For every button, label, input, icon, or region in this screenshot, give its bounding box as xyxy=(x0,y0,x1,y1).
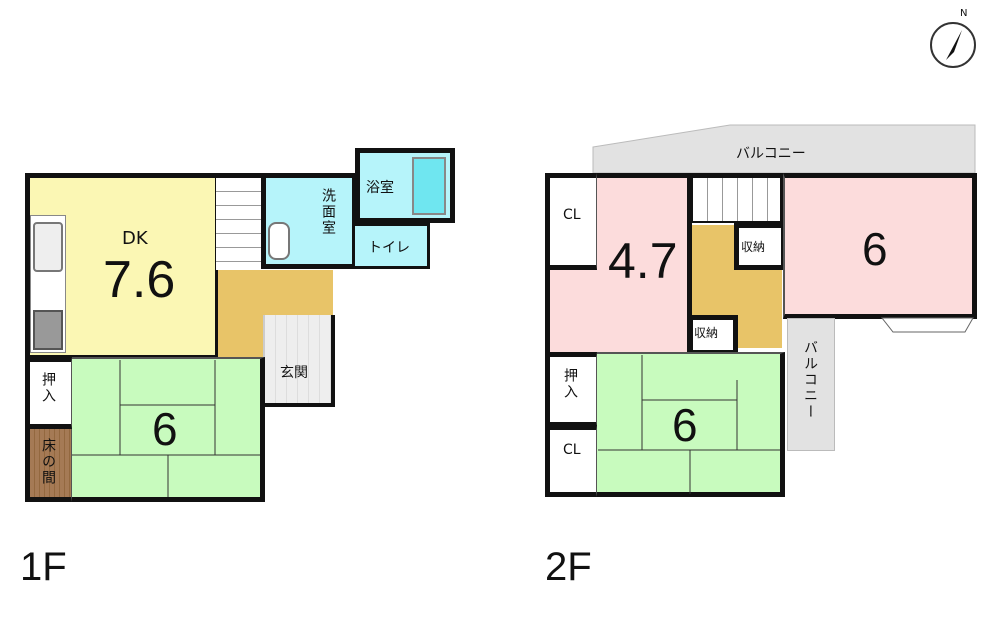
balcony-side-label: バルコニー xyxy=(802,340,818,420)
compass-label: N xyxy=(960,8,968,19)
washitsu-2f-size: 6 xyxy=(672,399,698,451)
oshiire-2f-label: 押入 xyxy=(562,368,578,400)
storage-lower-label: 収納 xyxy=(694,326,719,340)
washroom-label: 洗面室 xyxy=(320,188,336,236)
room-entrance xyxy=(263,315,335,407)
floor-2-label: 2F xyxy=(545,545,592,589)
east-room-size: 6 xyxy=(862,223,888,275)
storage-upper xyxy=(734,223,786,270)
oshiire-1f-label: 押入 xyxy=(40,372,56,404)
entrance-label: 玄関 xyxy=(280,365,308,381)
stairs-2f xyxy=(688,173,785,223)
cl-top-label: CL xyxy=(563,207,581,223)
storage-upper-label: 収納 xyxy=(741,240,766,254)
room-toilet xyxy=(355,223,430,269)
west-room-size: 4.7 xyxy=(608,233,678,289)
washbasin-icon xyxy=(268,222,290,260)
stairs-1f xyxy=(216,173,262,270)
washitsu-1f-size: 6 xyxy=(152,403,178,455)
bath-label: 浴室 xyxy=(366,180,394,196)
closet-cl-top xyxy=(545,173,597,270)
tokonoma-label: 床の間 xyxy=(40,438,56,486)
tokonoma xyxy=(25,429,72,502)
cl-bottom-label: CL xyxy=(563,442,581,458)
sink-icon xyxy=(33,222,63,272)
floor-1-label: 1F xyxy=(20,545,67,589)
toilet-label: トイレ xyxy=(368,240,410,256)
room-east-6 xyxy=(783,173,977,319)
closet-oshiire-1f xyxy=(25,357,72,429)
dk-size: 7.6 xyxy=(103,251,176,309)
closet-cl-bottom xyxy=(545,425,597,497)
north-arrow-icon xyxy=(946,30,962,60)
north-compass xyxy=(930,22,976,68)
closet-oshiire-2f xyxy=(545,352,597,427)
bathtub-icon xyxy=(412,157,446,215)
room-washitsu-2f xyxy=(595,352,785,497)
stove-icon xyxy=(33,310,63,350)
balcony-top-label: バルコニー xyxy=(736,146,806,162)
balcony-side xyxy=(787,318,835,451)
dk-label: DK xyxy=(122,228,148,249)
